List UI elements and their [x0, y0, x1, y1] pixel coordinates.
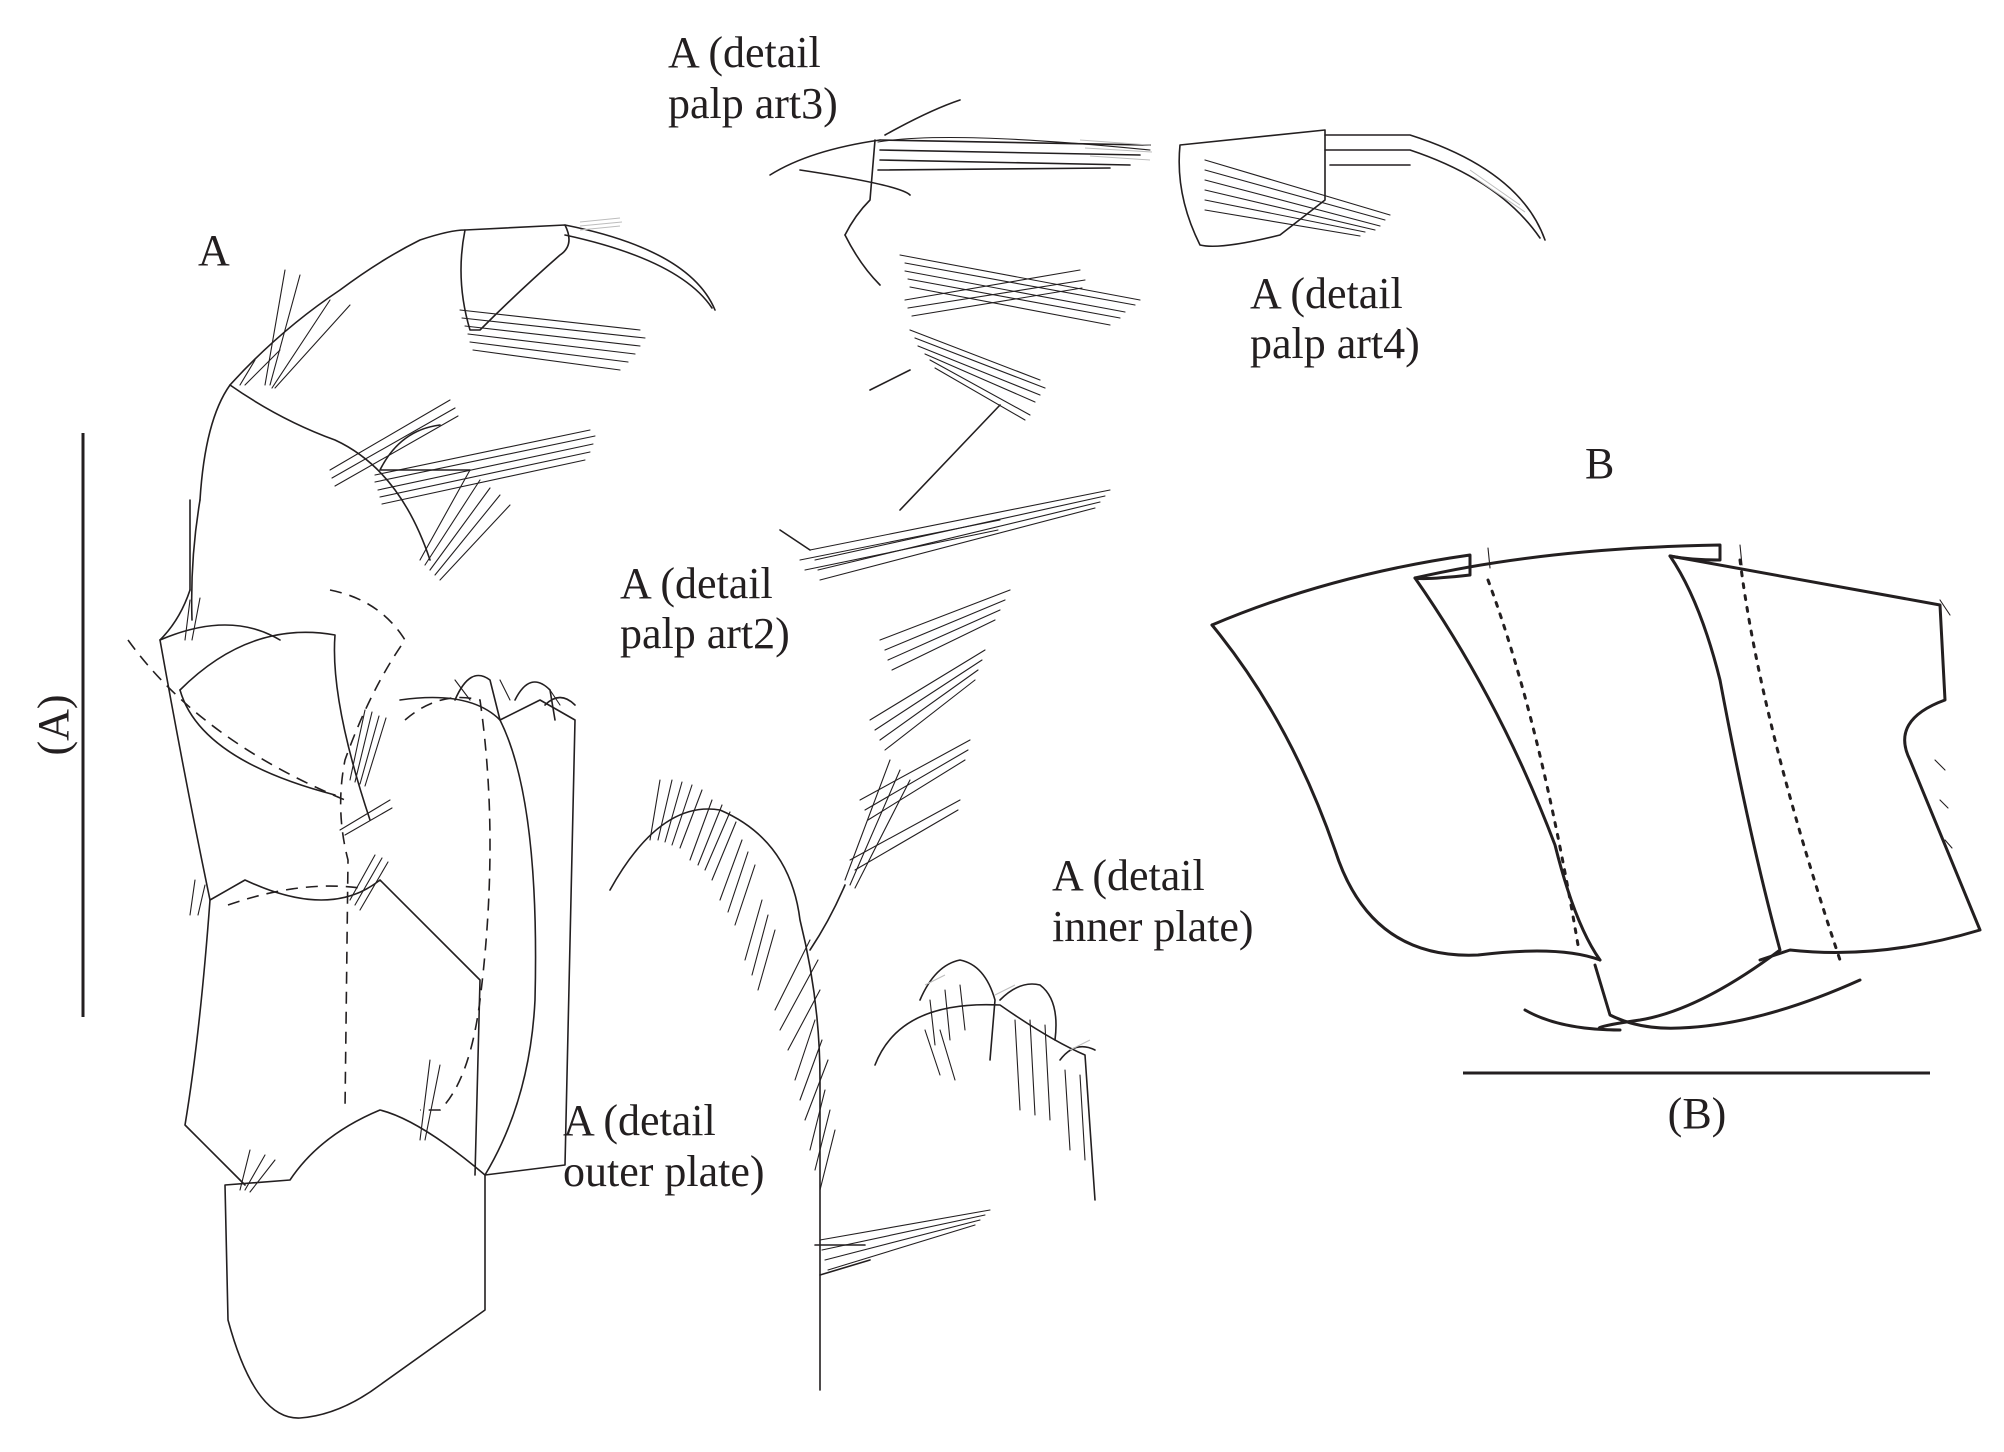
- panel-b-label: B: [1585, 439, 1614, 488]
- detail-palp-art4-drawing: [1178, 129, 1546, 247]
- detail-palp-art2-label-line2: palp art2): [620, 609, 790, 658]
- detail-palp-art2-label-line1: A (detail: [620, 559, 773, 608]
- detail-palp-art3-label-line2: palp art3): [668, 79, 838, 128]
- detail-palp-art3-drawing: [769, 99, 1153, 421]
- detail-inner-plate-drawing: [874, 959, 1096, 1201]
- detail-palp-art2-drawing: [779, 404, 1111, 951]
- panel-b-segments-drawing: [1210, 543, 1982, 1032]
- detail-inner-plate-label-line1: A (detail: [1052, 851, 1205, 900]
- detail-palp-art3-label-line1: A (detail: [668, 28, 821, 77]
- detail-outer-plate-drawing: [609, 779, 991, 1391]
- panel-a-maxilliped-drawing: [127, 217, 716, 1419]
- detail-inner-plate-label-line2: inner plate): [1052, 902, 1254, 951]
- panel-a-label: A: [198, 226, 230, 275]
- scale-b-label: (B): [1668, 1089, 1727, 1138]
- scale-a-label: (A): [29, 694, 78, 755]
- detail-palp-art4-label-line2: palp art4): [1250, 319, 1420, 368]
- detail-palp-art4-label-line1: A (detail: [1250, 269, 1403, 318]
- detail-outer-plate-label-line1: A (detail: [563, 1096, 716, 1145]
- detail-outer-plate-label-line2: outer plate): [563, 1147, 765, 1196]
